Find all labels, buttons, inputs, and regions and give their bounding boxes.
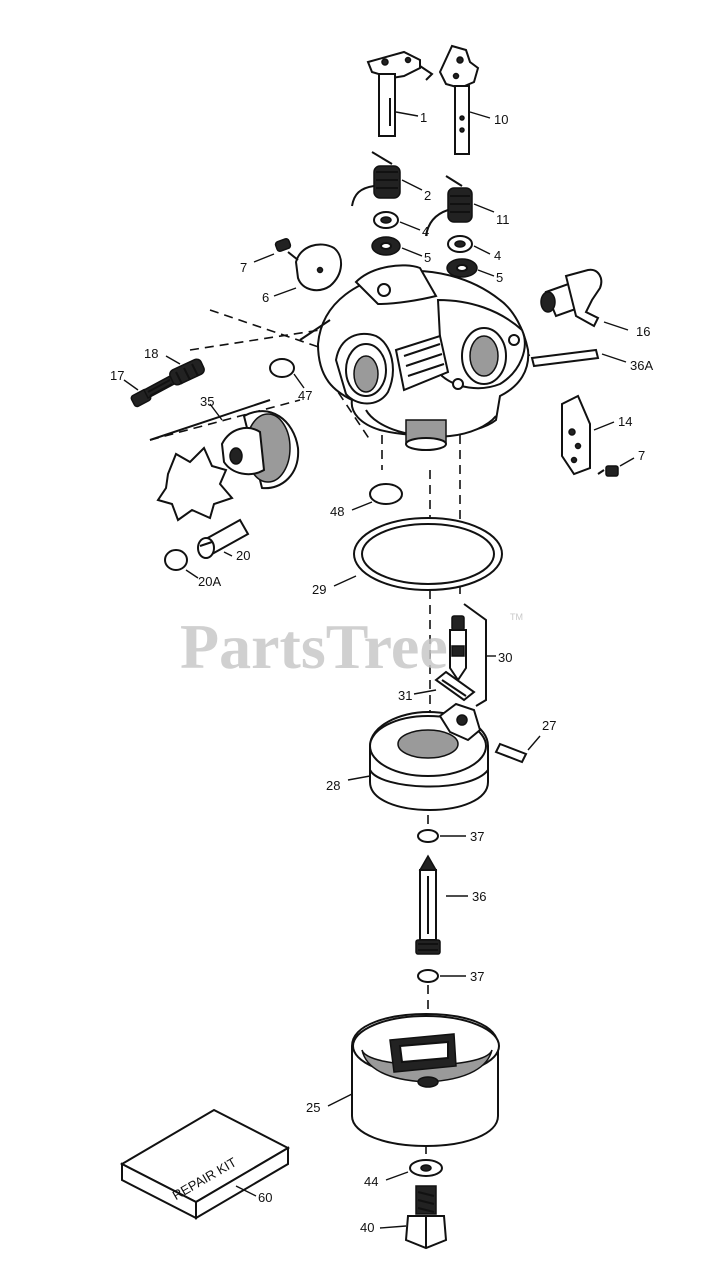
part-18-spring [165,355,205,386]
part-20a-cap [164,549,199,579]
label-30: 30 [498,650,512,665]
label-20a: 20A [198,574,221,589]
label-2: 2 [424,188,431,203]
part-44-washer [385,1159,443,1181]
part-27-hinge-pin [494,735,541,764]
part-1-choke-shaft [366,50,434,137]
part-48-plug [351,483,403,511]
part-4-washer-left [373,211,421,231]
label-10: 10 [494,112,508,127]
label-27: 27 [542,718,556,733]
part-40-bowl-nut [379,1185,448,1250]
label-18: 18 [144,346,158,361]
part-number-labels: 1 10 2 11 4 5 4 5 7 6 16 18 36A 17 47 35… [110,110,653,1235]
part-7-screw-top [253,238,299,263]
label-20: 20 [236,548,250,563]
part-7-screw-bottom [597,457,635,477]
label-37-upper: 37 [470,829,484,844]
label-36: 36 [472,889,486,904]
part-36a-tube [530,348,627,368]
part-60-repair-kit: REPAIR KIT [119,1108,291,1220]
label-47: 47 [298,388,312,403]
part-37-o-ring-upper [417,829,466,843]
part-31-clip [413,670,476,702]
part-5-seal-right [446,258,495,278]
label-5-right: 5 [496,270,503,285]
part-30-inlet-needle [449,603,496,707]
part-4-washer-right [447,235,491,255]
label-6: 6 [262,290,269,305]
part-2-spring [351,151,423,207]
part-35-primer-assembly [149,399,300,522]
carburetor-body [299,264,530,451]
part-5-seal-left [371,236,423,257]
label-37-lower: 37 [470,969,484,984]
part-10-throttle-shaft [438,44,491,155]
watermark-text: PartsTree [180,611,448,682]
label-48: 48 [330,504,344,519]
label-16: 16 [636,324,650,339]
part-20-shaft [197,518,250,559]
part-29-gasket [333,517,503,591]
part-37-o-ring-lower [417,969,466,983]
part-11-spring [425,175,495,237]
part-36-main-jet [415,854,468,955]
label-25: 25 [306,1100,320,1115]
label-7-top: 7 [240,260,247,275]
label-60: 60 [258,1190,272,1205]
label-11: 11 [496,212,510,227]
label-1: 1 [420,110,427,125]
label-14: 14 [618,414,632,429]
part-6-choke-plate [273,243,342,297]
label-44: 44 [364,1174,378,1189]
label-5-left: 5 [424,250,431,265]
part-17-mixture-screw [123,374,175,408]
label-40: 40 [360,1220,374,1235]
part-28-float [347,702,489,812]
label-29: 29 [312,582,326,597]
label-36a: 36A [630,358,653,373]
watermark: PartsTree TM [180,611,523,682]
part-16-primer-elbow [540,268,629,331]
part-25-float-bowl [327,1012,500,1148]
part-47-plug [269,358,305,389]
label-17: 17 [110,368,124,383]
label-4-left: 4 [422,224,429,239]
label-28: 28 [326,778,340,793]
watermark-tm: TM [510,612,523,622]
part-14-bracket [561,394,615,476]
label-7-bottom: 7 [638,448,645,463]
label-31: 31 [398,688,412,703]
label-35: 35 [200,394,214,409]
label-4-right: 4 [494,248,501,263]
